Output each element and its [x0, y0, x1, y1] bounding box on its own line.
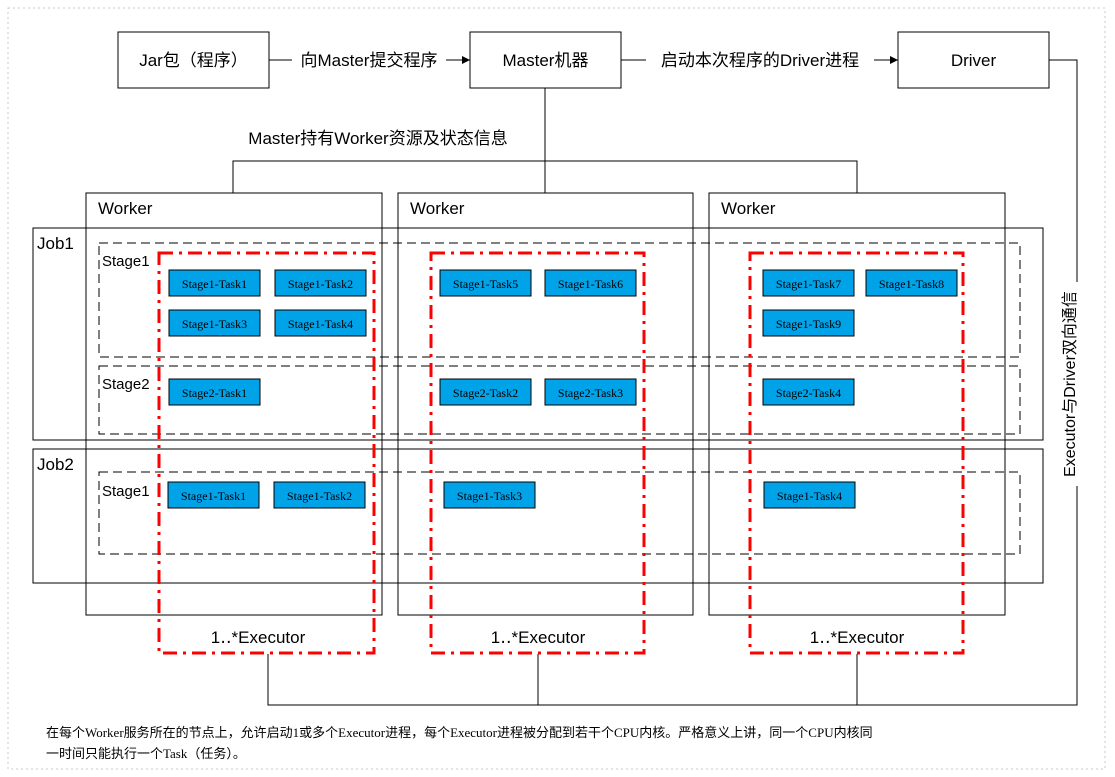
- task-label: Stage1-Task4: [777, 489, 842, 503]
- job2-stage1-label: Stage1: [102, 483, 150, 500]
- task-label: Stage2-Task1: [182, 386, 247, 400]
- task-label: Stage1-Task7: [776, 277, 841, 291]
- submit-label-bg: [292, 48, 446, 72]
- job1-stage2-label: Stage2: [102, 376, 150, 393]
- task-label: Stage1-Task5: [453, 277, 518, 291]
- master-info-bg: [230, 126, 530, 150]
- task-box: [762, 378, 855, 406]
- executor-label-3: 1‥*Executor: [810, 628, 905, 647]
- task-label: Stage1-Task9: [776, 317, 841, 331]
- master-info-label: Master持有Worker资源及状态信息: [248, 129, 507, 148]
- executor-label-1: 1‥*Executor: [211, 628, 306, 647]
- task-label: Stage1-Task2: [288, 277, 353, 291]
- jar-box: [117, 31, 270, 89]
- task-box: [274, 309, 367, 337]
- task-label: Stage1-Task3: [457, 489, 522, 503]
- worker-label-2: Worker: [410, 199, 465, 218]
- task-label: Stage1-Task3: [182, 317, 247, 331]
- task-label: Stage1-Task1: [182, 277, 247, 291]
- job2-box: [32, 448, 1044, 584]
- task-box: [762, 269, 855, 297]
- executor-label-2: 1‥*Executor: [491, 628, 586, 647]
- jar-label: Jar包（程序）: [139, 51, 248, 70]
- executor-box-3: [748, 251, 965, 655]
- worker-label-3: Worker: [721, 199, 776, 218]
- task-box: [168, 309, 261, 337]
- task-box: [168, 269, 261, 297]
- task-label: Stage1-Task6: [558, 277, 623, 291]
- task-label: Stage1-Task1: [181, 489, 246, 503]
- task-box: [274, 269, 367, 297]
- diagram-frame: [7, 7, 1106, 770]
- master-to-workers-bar: [232, 160, 858, 193]
- job1-label: Job1: [37, 234, 74, 253]
- job1-stage1-box: [98, 242, 1021, 358]
- submit-label: 向Master提交程序: [301, 51, 438, 70]
- task-label: Stage2-Task2: [453, 386, 518, 400]
- task-label: Stage1-Task2: [287, 489, 352, 503]
- driver-label: Driver: [951, 51, 997, 70]
- worker-box-2: [397, 192, 694, 616]
- side-label: Executor与Driver双向通信: [1061, 291, 1079, 477]
- start-label-bg: [646, 48, 874, 72]
- task-box: [544, 378, 637, 406]
- task-box: [273, 481, 366, 509]
- task-label: Stage1-Task4: [288, 317, 353, 331]
- task-box: [865, 269, 958, 297]
- footnote-line-2: 一时间只能执行一个Task（任务）。: [46, 746, 246, 761]
- executor-box-2: [429, 251, 646, 655]
- task-box: [544, 269, 637, 297]
- task-box: [167, 481, 260, 509]
- worker-box-1: [85, 192, 383, 616]
- job1-stage1-label: Stage1: [102, 253, 150, 270]
- task-box: [439, 269, 532, 297]
- master-label: Master机器: [503, 51, 589, 70]
- driver-executor-line: [267, 59, 1078, 706]
- task-box: [439, 378, 532, 406]
- task-box: [168, 378, 261, 406]
- task-label: Stage2-Task3: [558, 386, 623, 400]
- worker-box-3: [708, 192, 1006, 616]
- job2-label: Job2: [37, 455, 74, 474]
- task-box: [443, 481, 536, 509]
- job1-box: [32, 227, 1044, 441]
- task-box: [762, 309, 855, 337]
- executor-box-1: [157, 251, 376, 655]
- side-label-bg: [1059, 282, 1079, 486]
- start-label: 启动本次程序的Driver进程: [661, 51, 859, 70]
- worker-label-1: Worker: [98, 199, 153, 218]
- master-box: [469, 31, 622, 89]
- footnote-line-1: 在每个Worker服务所在的节点上，允许启动1或多个Executor进程，每个E…: [46, 725, 873, 740]
- task-box: [763, 481, 856, 509]
- job2-stage1-box: [98, 471, 1021, 555]
- task-label: Stage2-Task4: [776, 386, 841, 400]
- task-label: Stage1-Task8: [879, 277, 944, 291]
- job1-stage2-box: [98, 365, 1021, 435]
